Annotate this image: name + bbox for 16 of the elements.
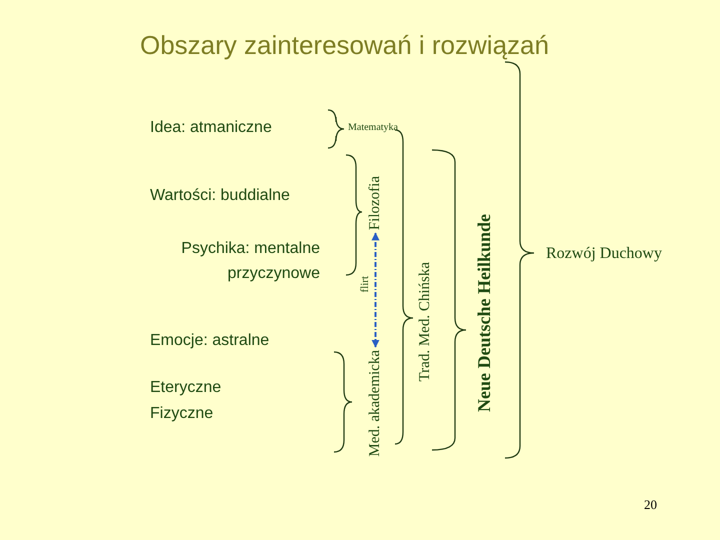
- edge-label: flirt: [358, 276, 370, 293]
- vertical-label: Filozofia: [367, 176, 384, 230]
- brace-label: Matematyka: [348, 122, 398, 133]
- vertical-label: Med. akademicka: [367, 350, 384, 457]
- brace-label: Rozwój Duchowy: [546, 245, 662, 263]
- level-label: Emocje: astralne: [150, 332, 270, 350]
- vertical-label: Neue Deutsche Heilkunde: [474, 214, 495, 412]
- double-arrow: [372, 232, 380, 348]
- page-number: 20: [644, 497, 657, 513]
- level-label: Psychika: mentalne przyczynowe: [180, 239, 320, 284]
- level-label: Idea: atmaniczne: [150, 119, 272, 137]
- slide-title: Obszary zainteresowań i rozwiązań: [140, 30, 549, 61]
- vertical-label: Trad. Med. Chińska: [417, 262, 434, 382]
- level-label: Fizyczne: [150, 405, 214, 423]
- level-label: Eteryczne: [150, 379, 222, 397]
- level-label: Wartości: buddialne: [150, 187, 290, 205]
